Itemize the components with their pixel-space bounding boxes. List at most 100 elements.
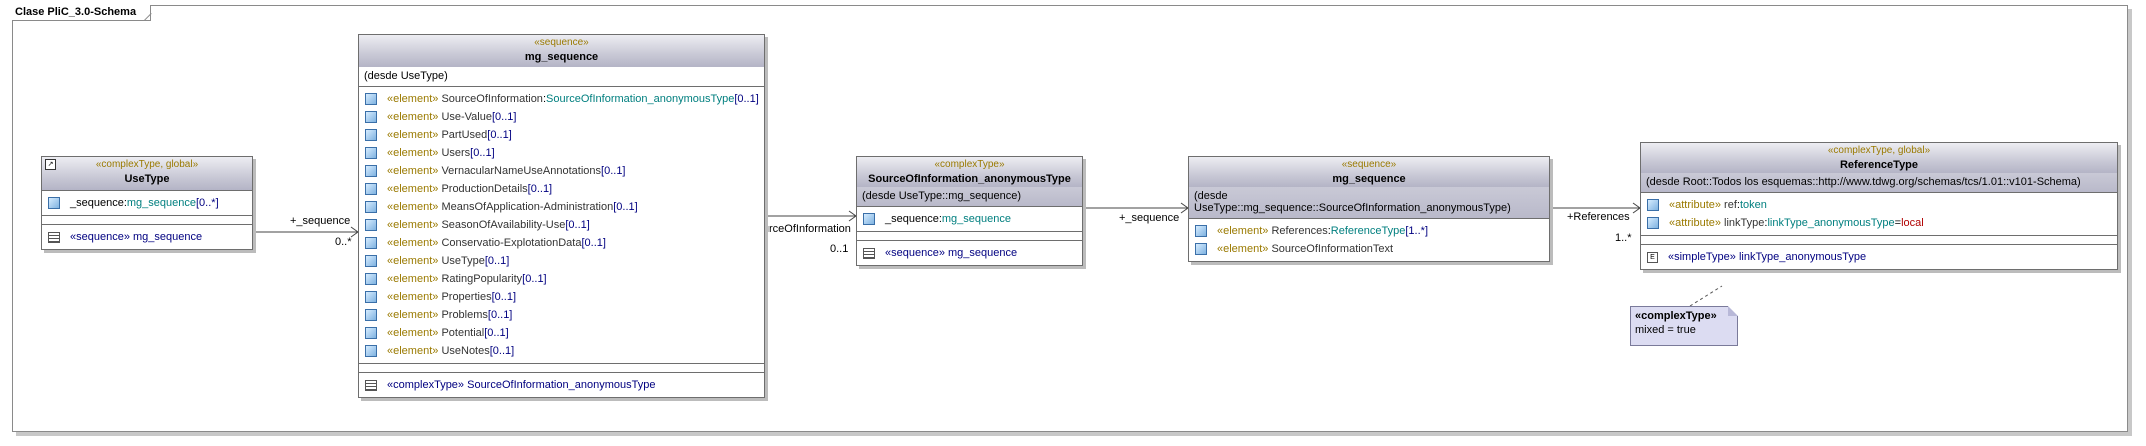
attribute-name: linkType: [1724, 217, 1765, 229]
attribute-icon: [1647, 217, 1659, 229]
element-name: UseType: [441, 255, 485, 267]
attribute-name: ref: [1724, 199, 1737, 211]
element-stereotype: «element»: [1217, 225, 1269, 237]
note-body: mixed = true: [1635, 324, 1696, 336]
element-multiplicity: [1..*]: [1405, 225, 1428, 237]
nested-name: mg_sequence: [948, 247, 1018, 259]
element-stereotype: «element»: [387, 93, 439, 105]
element-row[interactable]: «element» References:ReferenceType[1..*]: [1189, 222, 1549, 240]
nested-stereotype: «sequence»: [885, 247, 945, 259]
element-row[interactable]: «element» ProductionDetails[0..1]: [359, 180, 764, 198]
element-stereotype: «element»: [387, 111, 439, 123]
class-header: «complexType, global» ReferenceType: [1641, 143, 2117, 173]
element-stereotype: «element»: [387, 309, 439, 321]
class-name: SourceOfInformation_anonymousType: [868, 173, 1071, 185]
element-name: PartUsed: [441, 129, 488, 141]
class-referencetype[interactable]: «complexType, global» ReferenceType (des…: [1640, 142, 2118, 270]
element-row[interactable]: «element» UseType[0..1]: [359, 252, 764, 270]
element-multiplicity: [0..1]: [527, 183, 553, 195]
class-source-of-information[interactable]: «complexType» SourceOfInformation_anonym…: [856, 156, 1083, 266]
element-icon: [365, 147, 377, 159]
element-row[interactable]: «element» UseNotes[0..1]: [359, 342, 764, 360]
connector4-role: +References: [1567, 211, 1630, 223]
element-row[interactable]: «element» Potential[0..1]: [359, 324, 764, 342]
element-icon: [365, 345, 377, 357]
element-row[interactable]: «element» SourceOfInformationText: [1189, 240, 1549, 258]
element-row[interactable]: «element» PartUsed[0..1]: [359, 126, 764, 144]
note-complextype[interactable]: «complexType» mixed = true: [1630, 306, 1738, 346]
element-icon: [365, 273, 377, 285]
element-row[interactable]: «element» Problems[0..1]: [359, 306, 764, 324]
element-row[interactable]: «element» SeasonOfAvailability-Use[0..1]: [359, 216, 764, 234]
connector1-role: +_sequence: [290, 215, 351, 227]
attribute-section: _sequence:mg_sequence: [857, 207, 1082, 232]
nested-stereotype: «complexType»: [387, 379, 465, 391]
nested-row[interactable]: E «simpleType» linkType_anonymousType: [1641, 248, 2117, 266]
element-name: ProductionDetails: [441, 183, 528, 195]
element-multiplicity: [0..1]: [601, 165, 626, 177]
element-row[interactable]: «element» Properties[0..1]: [359, 288, 764, 306]
class-mg-sequence-1[interactable]: «sequence» mg_sequence (desde UseType) «…: [358, 34, 765, 398]
element-row[interactable]: «element» RatingPopularity[0..1]: [359, 270, 764, 288]
attr-type: mg_sequence: [941, 213, 1011, 225]
element-stereotype: «element»: [387, 327, 439, 339]
nested-stereotype: «simpleType»: [1668, 251, 1736, 263]
attribute-default: local: [1901, 217, 1924, 229]
element-stereotype: «element»: [387, 345, 439, 357]
attribute-row[interactable]: _sequence:mg_sequence: [857, 210, 1082, 228]
element-icon: [365, 165, 377, 177]
nested-section: «sequence» mg_sequence: [857, 241, 1082, 265]
element-name: Potential: [441, 327, 485, 339]
element-name: Properties: [441, 291, 492, 303]
element-row[interactable]: «element» MeansOfApplication-Administrat…: [359, 198, 764, 216]
nested-section: «complexType» SourceOfInformation_anonym…: [359, 373, 764, 397]
attribute-type: linkType_anonymousType: [1767, 217, 1895, 229]
nested-name: SourceOfInformation_anonymousType: [467, 379, 656, 391]
stereotype: «complexType, global»: [95, 159, 199, 170]
class-name: mg_sequence: [524, 51, 599, 63]
attribute-icon: [48, 197, 60, 209]
element-stereotype: «element»: [387, 219, 439, 231]
element-icon: [365, 309, 377, 321]
attribute-section: _sequence:mg_sequence[0..*]: [42, 191, 252, 216]
frame-title: Clase PliC_3.0-Schema: [12, 5, 152, 21]
element-stereotype: «element»: [1217, 243, 1269, 255]
class-header: «complexType» SourceOfInformation_anonym…: [857, 157, 1082, 187]
nested-section: «sequence» mg_sequence: [42, 225, 252, 249]
attribute-row[interactable]: _sequence:mg_sequence[0..*]: [42, 194, 252, 212]
nested-class-icon: [48, 231, 60, 243]
element-row[interactable]: «element» VernacularNameUseAnnotations[0…: [359, 162, 764, 180]
element-multiplicity: [0..1]: [565, 219, 590, 231]
element-name: MeansOfApplication-Administration: [441, 201, 614, 213]
element-icon: [1195, 225, 1207, 237]
element-multiplicity: [0..1]: [522, 273, 547, 285]
element-icon: [365, 111, 377, 123]
nested-row[interactable]: «sequence» mg_sequence: [42, 228, 252, 246]
element-name: UseNotes: [441, 345, 490, 357]
element-name: Conservatio-ExplotationData: [441, 237, 582, 249]
element-name: SourceOfInformationText: [1271, 243, 1394, 255]
element-name: SeasonOfAvailability-Use: [441, 219, 566, 231]
class-mg-sequence-2[interactable]: «sequence» mg_sequence (desde UseType::m…: [1188, 156, 1550, 262]
nested-row[interactable]: «complexType» SourceOfInformation_anonym…: [359, 376, 764, 394]
note-title: «complexType»: [1635, 310, 1717, 322]
class-usetype[interactable]: ↗ «complexType, global» UseType _sequenc…: [41, 156, 253, 250]
element-name: SourceOfInformation: [441, 93, 543, 105]
element-name: Use-Value: [441, 111, 492, 123]
element-row[interactable]: «element» Conservatio-ExplotationData[0.…: [359, 234, 764, 252]
element-stereotype: «element»: [387, 273, 439, 285]
element-row[interactable]: «element» SourceOfInformation:SourceOfIn…: [359, 90, 764, 108]
attribute-row[interactable]: «attribute» linkType:linkType_anonymousT…: [1641, 214, 2117, 232]
attr-name: _sequence: [70, 197, 124, 209]
attr-type: mg_sequence: [126, 197, 196, 209]
attribute-icon: [1647, 199, 1659, 211]
element-row[interactable]: «element» Users[0..1]: [359, 144, 764, 162]
element-type: SourceOfInformation_anonymousType: [546, 93, 735, 105]
nested-row[interactable]: «sequence» mg_sequence: [857, 244, 1082, 262]
empty-section: [42, 216, 252, 225]
element-row[interactable]: «element» Use-Value[0..1]: [359, 108, 764, 126]
nested-name: mg_sequence: [133, 231, 203, 243]
attribute-row[interactable]: «attribute» ref:token: [1641, 196, 2117, 214]
element-multiplicity: [0..1]: [487, 309, 513, 321]
element-icon: [365, 183, 377, 195]
